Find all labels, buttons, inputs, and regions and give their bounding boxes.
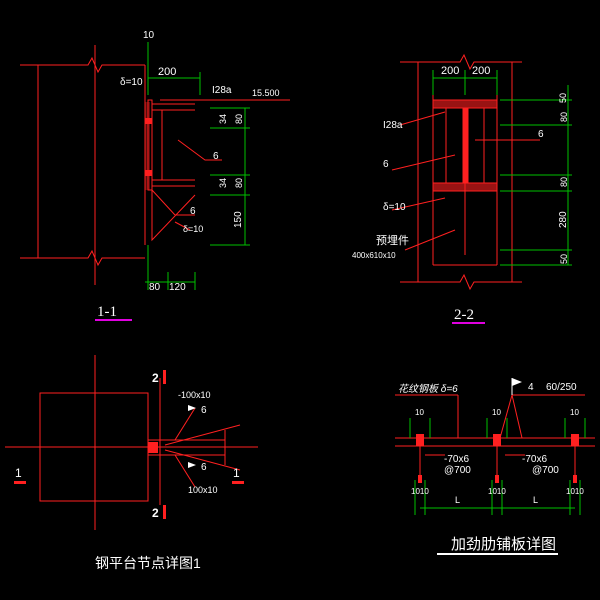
beam-label-1: I28a [212,85,232,96]
plate-thk-1: δ=10 [120,77,143,88]
stiffener-title: 加劲肋铺板详图 [451,535,556,553]
top-10-b: 10 [492,408,501,417]
section-title-2: 2-2 [454,307,474,323]
dim-34-a: 34 [218,114,228,124]
beam-label-2: I28a [383,120,403,131]
span-a: L [455,495,460,505]
plan-view [5,355,258,530]
embed-size: 400x610x10 [352,251,396,260]
plan-weld-b: 6 [201,462,207,473]
bot-1010-a: 1010 [411,487,429,496]
dims-1 [145,42,250,290]
weld-left-6: 6 [383,159,389,170]
rib-right-spacing: @700 [532,465,559,476]
plate-label: 花纹钢板 δ=6 [398,383,458,395]
plate-thk-2: δ=10 [383,202,406,213]
section-title-1: 1-1 [97,304,117,320]
dim-34-b: 34 [218,178,228,188]
dim-50-bottom: 50 [559,254,569,264]
bot-1010-c: 1010 [566,487,584,496]
span-b: L [533,495,538,505]
mark-1-right: 1 [233,466,240,480]
weld-6-mid: 6 [213,151,219,162]
weld-label-4: 4 [528,382,534,393]
bottom-dim-80: 80 [149,282,161,293]
dim-80-top: 80 [559,112,569,122]
width-dim-200: 200 [158,66,176,78]
width-right-200: 200 [472,65,490,77]
embed-label: 预埋件 [376,234,409,247]
dim-150: 150 [233,211,244,228]
dim-280: 280 [558,211,569,228]
top-dim-10: 10 [143,30,155,41]
elevation-label: 15.500 [252,88,280,98]
plate-b-label: 100x10 [188,485,218,495]
dims-2 [432,70,572,266]
weld-right-6: 6 [538,129,544,140]
stiffener-welds [416,434,579,483]
weld-hatch-2 [433,100,497,191]
plan-flags [188,405,196,468]
plan-marks [14,370,244,519]
section-1-1 [20,45,290,285]
rib-left-spacing: @700 [444,465,471,476]
dims-stiffener [409,418,586,515]
dim-80-mid: 80 [559,177,569,187]
plan-weld-a: 6 [201,405,207,416]
plate-a-label: -100x10 [178,390,211,400]
dim-80-b: 80 [234,178,244,188]
plan-title: 钢平台节点详图1 [95,555,201,571]
bottom-dim-120: 120 [169,282,186,293]
weld-spec: 60/250 [546,382,577,393]
rib-left: -70x6 [444,454,469,465]
top-10-c: 10 [570,408,579,417]
mark-2-bottom: 2 [152,506,159,520]
stiffener-flag [511,378,522,395]
dim-80-a: 80 [234,114,244,124]
bracket-weld-6: 6 [190,206,196,217]
dim-50: 50 [558,93,568,103]
rib-right: -70x6 [522,454,547,465]
mark-1-left: 1 [15,466,22,480]
weld-hatch-1 [145,102,152,190]
bracket-thk: δ=10 [183,224,203,234]
width-left-200: 200 [441,65,459,77]
mark-2-top: 2 [152,371,159,385]
top-10-a: 10 [415,408,424,417]
bot-1010-b: 1010 [488,487,506,496]
